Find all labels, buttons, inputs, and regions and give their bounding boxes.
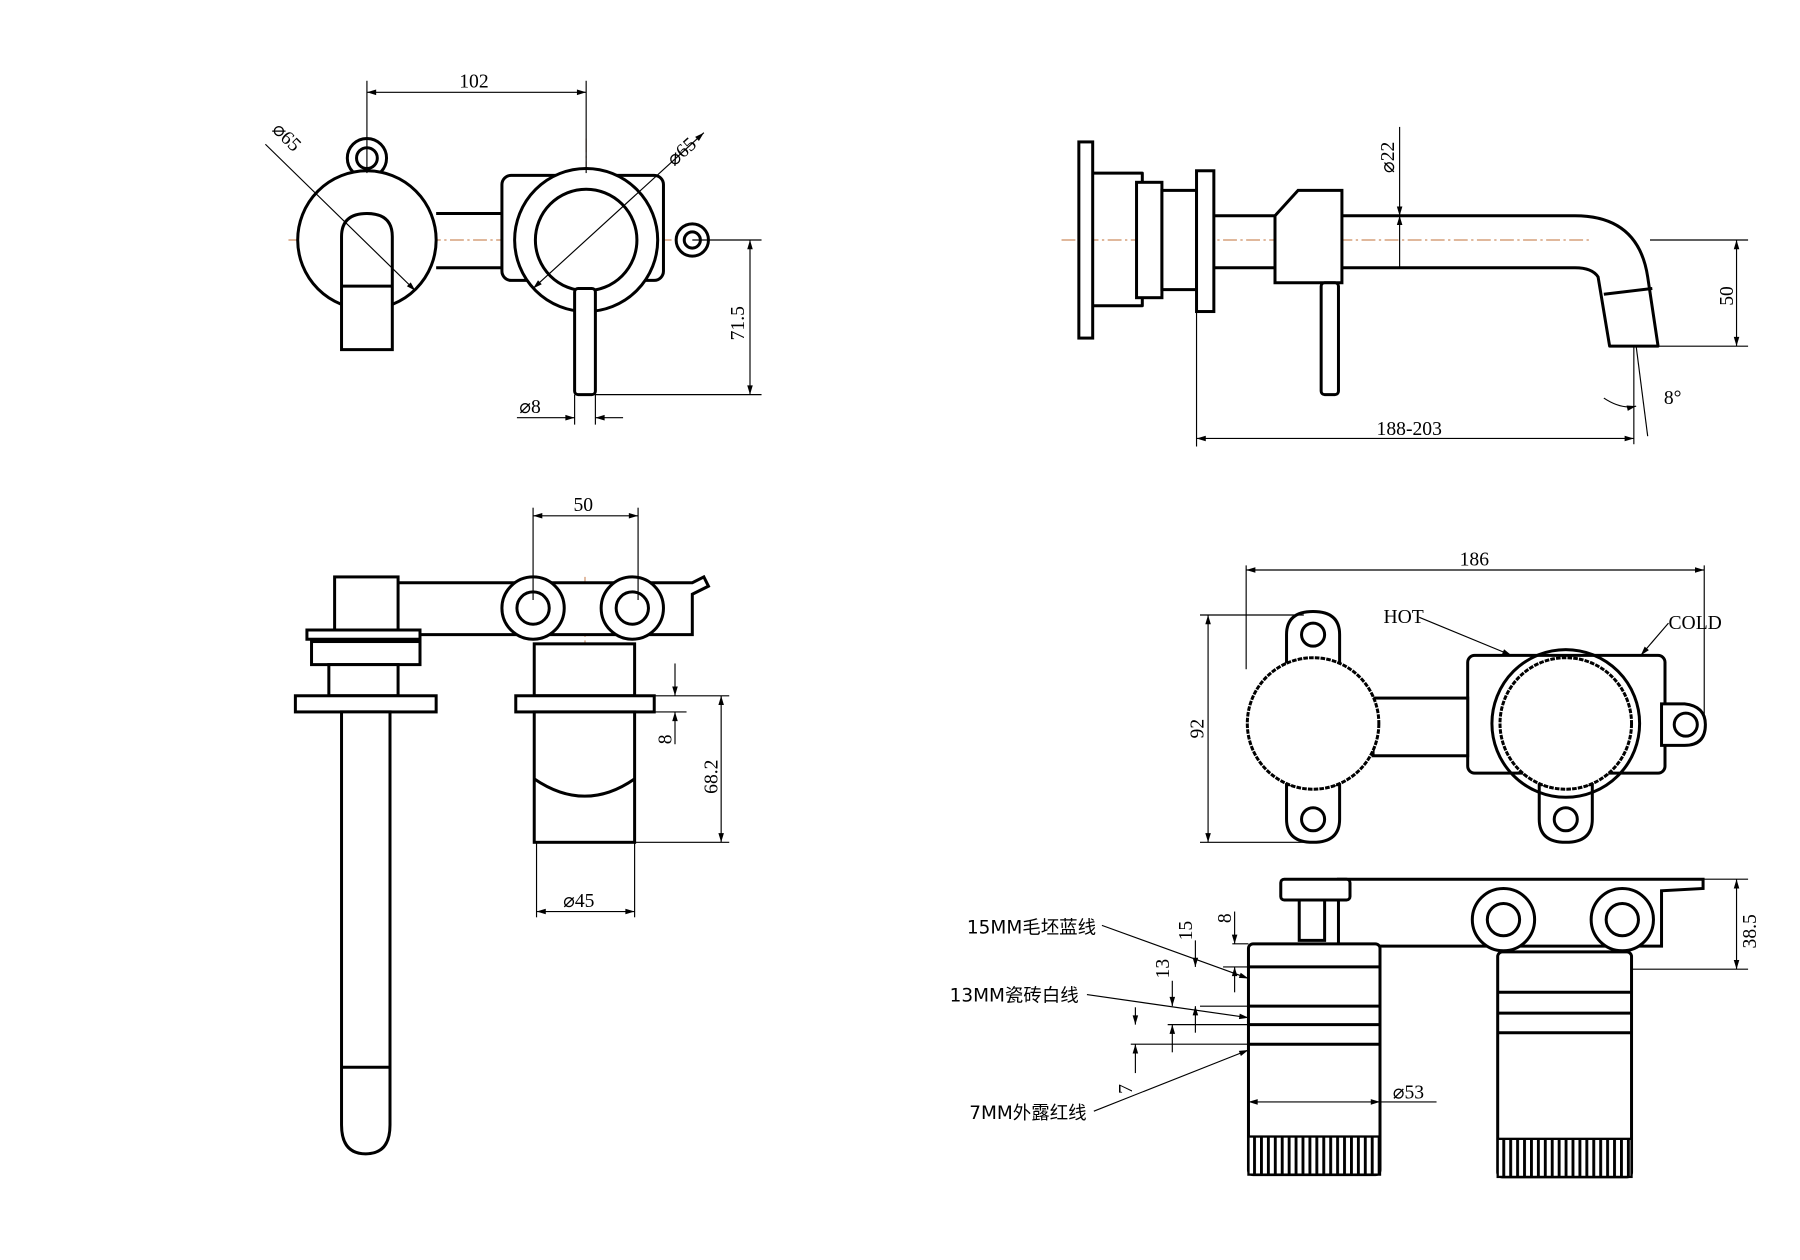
dim-angle-label: 8° xyxy=(1664,388,1682,409)
dim-reach-label: 188-203 xyxy=(1377,419,1443,440)
side-view: ⌀22 50 8° 188-203 xyxy=(1061,126,1749,447)
body-side-view: 38.5 ⌀53 8 15 13 7 15MM毛坯蓝线 13MM瓷砖白线 7MM… xyxy=(950,877,1761,1179)
dim-width-label: 102 xyxy=(459,72,488,93)
note-blue-line: 15MM毛坯蓝线 xyxy=(967,917,1096,938)
dim-7-label: 7 xyxy=(1116,1084,1137,1094)
left-escutcheon xyxy=(296,136,438,352)
right-escutcheon xyxy=(500,166,710,397)
dim-dia-label: ⌀53 xyxy=(1393,1082,1425,1103)
dim-13-label: 13 xyxy=(1153,959,1174,979)
dim-handle-label: ⌀8 xyxy=(519,397,541,418)
top-view: 50 8 68.2 ⌀45 xyxy=(293,495,730,1156)
dim-height-label: 71.5 xyxy=(728,306,749,341)
front-view: 102 ⌀65 ⌀65 71.5 ⌀8 xyxy=(264,72,762,425)
cold-label: COLD xyxy=(1668,613,1721,634)
dim-spout-dia-label: ⌀22 xyxy=(1378,142,1399,173)
left-cartridge xyxy=(1246,942,1382,1177)
dim-width-label: 186 xyxy=(1460,549,1490,570)
dim-height-label: 38.5 xyxy=(1740,914,1761,949)
dim-step-label: 8 xyxy=(656,734,677,744)
note-white-line: 13MM瓷砖白线 xyxy=(950,986,1079,1007)
dim-spacing-label: 50 xyxy=(573,495,593,516)
dim-dia-label: ⌀45 xyxy=(563,891,595,912)
dim-spout-drop-label: 50 xyxy=(1717,286,1738,306)
body-front-view: 186 92 HOT COLD xyxy=(1187,549,1722,844)
dim-height-label: 92 xyxy=(1187,719,1208,739)
hot-label: HOT xyxy=(1383,607,1423,628)
note-red-line: 7MM外露红线 xyxy=(969,1103,1086,1124)
dim-8-label: 8 xyxy=(1215,913,1236,923)
dim-15-label: 15 xyxy=(1176,921,1197,941)
dim-depth-label: 68.2 xyxy=(702,760,723,794)
right-cartridge xyxy=(1470,886,1655,1179)
dim-dia-left-label: ⌀65 xyxy=(268,119,305,156)
